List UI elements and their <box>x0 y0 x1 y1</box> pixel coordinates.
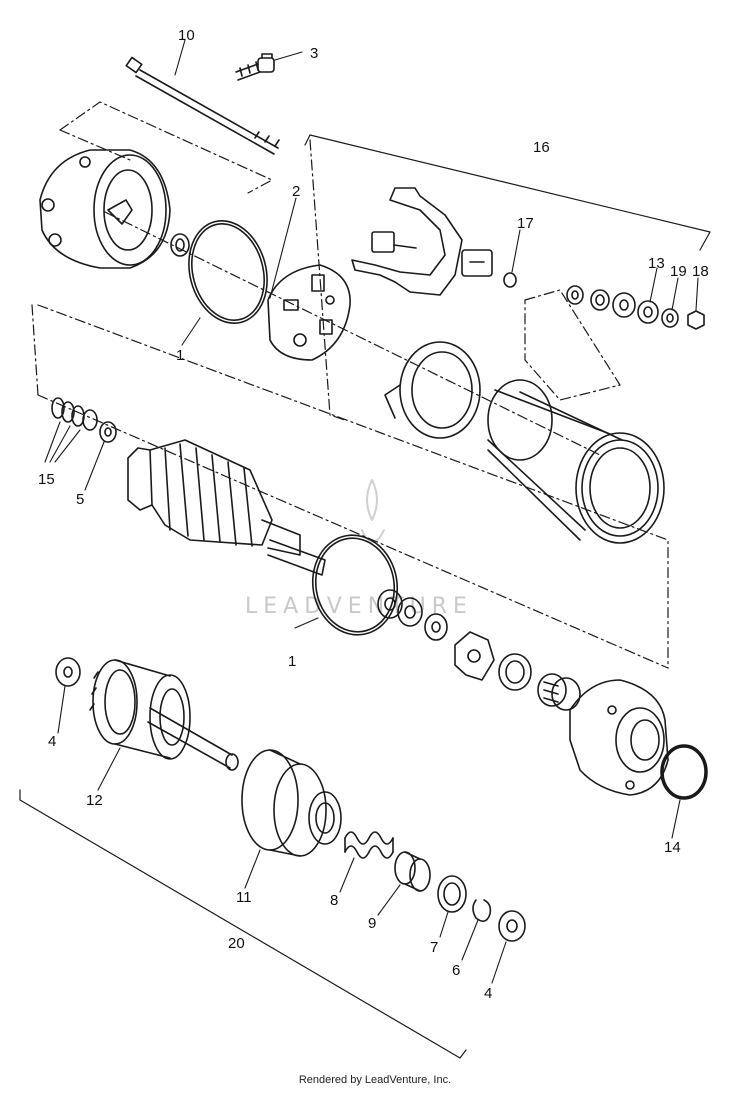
callout-3: 3 <box>310 45 318 62</box>
footer-credit: Rendered by LeadVenture, Inc. <box>298 1074 452 1086</box>
callout-20: 20 <box>228 935 245 952</box>
leadventure-watermark <box>361 479 385 544</box>
o-ring-top <box>188 220 268 324</box>
watermark-text: LEADVENTURE <box>245 594 473 619</box>
callout-16: 16 <box>533 139 550 156</box>
front-cover <box>39 149 171 269</box>
callout-2: 2 <box>292 183 300 200</box>
o-ring-middle <box>311 534 399 636</box>
callout-14: 14 <box>664 839 681 856</box>
callout-13: 13 <box>648 255 665 272</box>
callout-6: 6 <box>452 962 460 979</box>
callout-15: 15 <box>38 471 55 488</box>
callout-10: 10 <box>178 27 195 44</box>
callout-8: 8 <box>330 892 338 909</box>
callout-7: 7 <box>430 939 438 956</box>
kit-bracket <box>19 789 467 1059</box>
exploded-parts-diagram: LEADVENTURE <box>19 27 711 1059</box>
callout-1-top: 1 <box>176 347 184 364</box>
washer-right <box>498 910 526 942</box>
callout-19: 19 <box>670 263 687 280</box>
bearing <box>498 653 532 691</box>
callout-17: 17 <box>517 215 534 232</box>
pinion-gear-shaft <box>89 659 239 771</box>
brush-holder-bracket <box>304 134 711 251</box>
bushing <box>170 233 190 257</box>
washer-row <box>377 589 448 641</box>
washer-stack <box>51 397 117 443</box>
rear-housing <box>569 679 669 796</box>
callout-1-mid: 1 <box>288 653 296 670</box>
needle-bearing <box>537 673 581 711</box>
spring <box>344 831 394 859</box>
brush-holder <box>384 341 481 439</box>
collar <box>394 851 431 892</box>
brush-assembly <box>351 187 493 296</box>
callout-18: 18 <box>692 263 709 280</box>
lock-plate <box>454 631 495 681</box>
small-washer <box>503 272 517 288</box>
washer-nut-stack <box>566 285 705 330</box>
through-bolt <box>125 56 280 155</box>
o-ring-large <box>660 744 708 800</box>
armature <box>127 439 326 576</box>
thrust-washer <box>437 875 467 913</box>
motor-yoke <box>487 379 665 544</box>
assembly-guide-lines <box>31 101 669 669</box>
callout-9: 9 <box>368 915 376 932</box>
callout-4-right: 4 <box>484 985 492 1002</box>
screw <box>235 53 275 81</box>
clutch-gear <box>241 749 342 857</box>
leader-lines <box>44 39 699 984</box>
snap-ring <box>472 899 492 922</box>
brush-plate <box>267 264 351 361</box>
callout-12: 12 <box>86 792 103 809</box>
callout-5: 5 <box>76 491 84 508</box>
callout-4-left: 4 <box>48 733 56 750</box>
callout-11: 11 <box>236 889 252 906</box>
washer-left <box>55 657 81 687</box>
